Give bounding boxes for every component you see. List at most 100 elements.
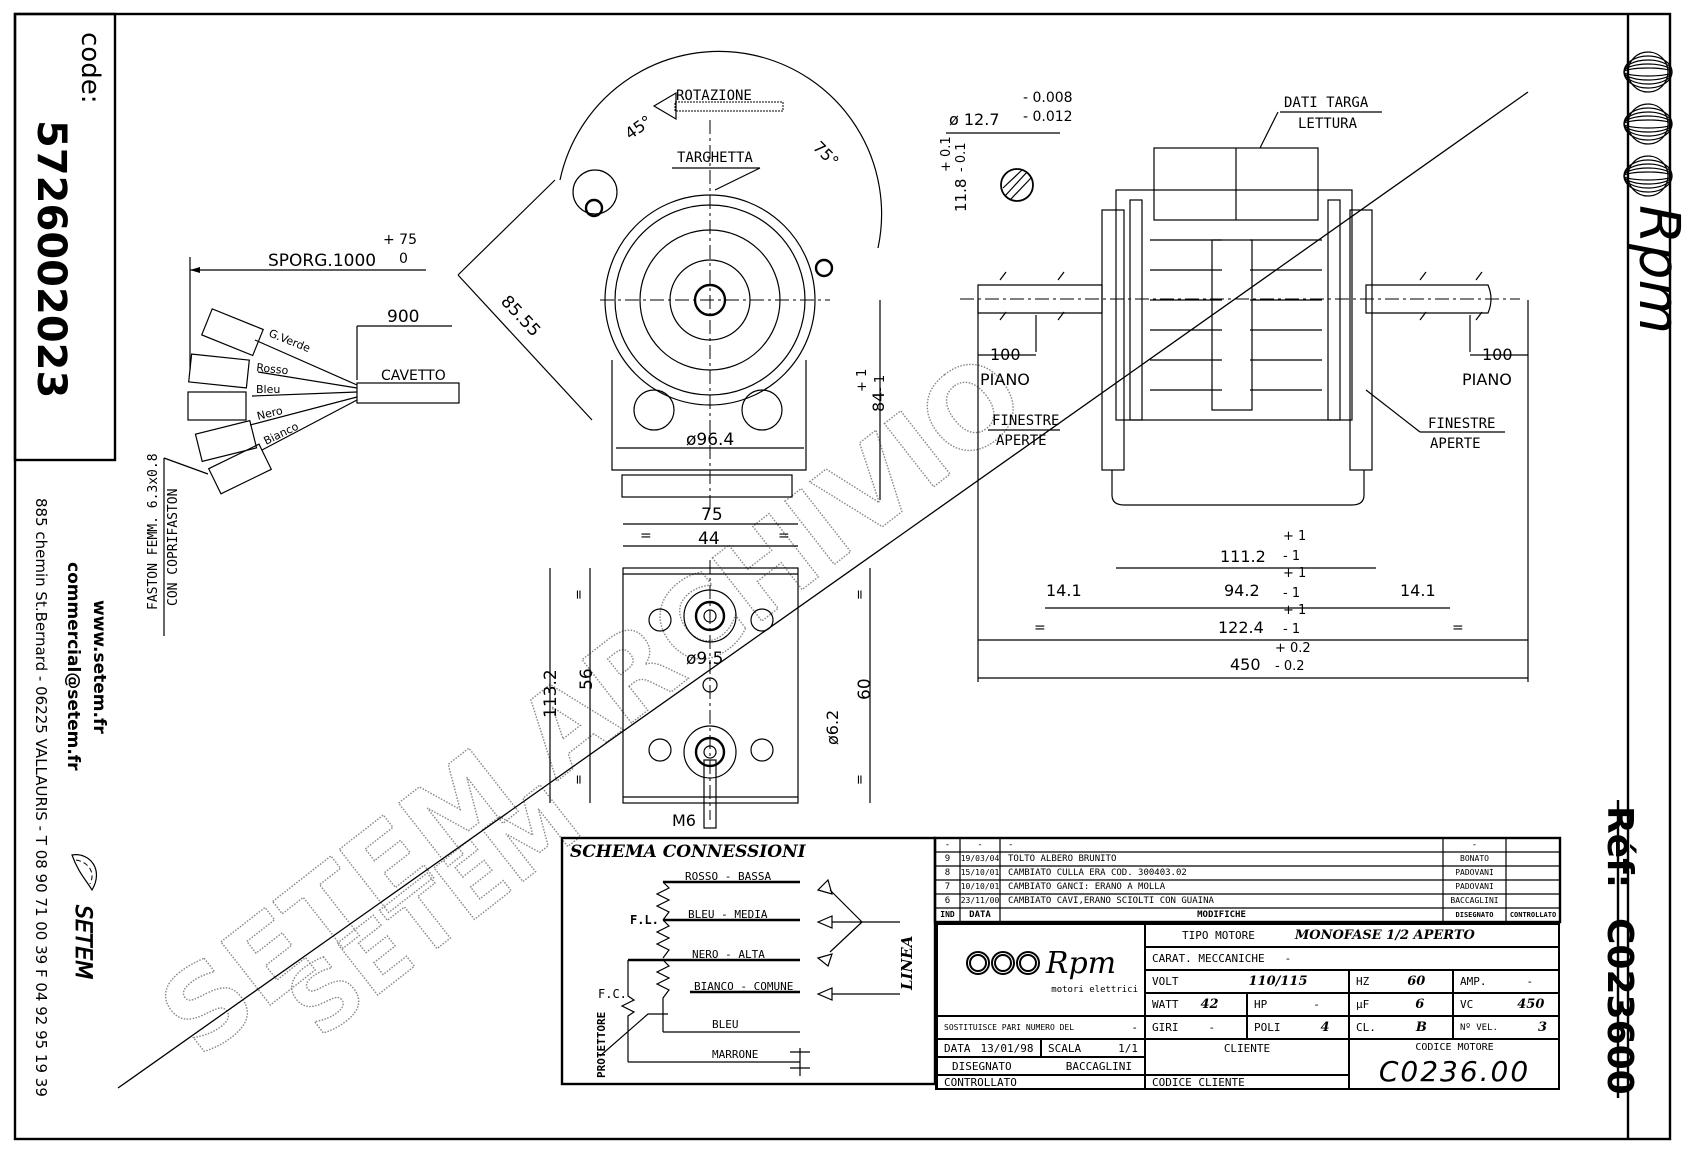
svg-text:M6: M6	[672, 811, 696, 830]
ref-label: Réf:	[1599, 806, 1640, 888]
code-value: 5726002023	[28, 120, 74, 398]
svg-text:100: 100	[990, 345, 1021, 364]
code-label: code:	[75, 32, 105, 103]
svg-text:- 1: - 1	[1283, 586, 1300, 601]
bracket-view: 75 44 = = 113.2 56 = = ø9.5 60 = = ø6.2 …	[541, 505, 875, 830]
vc-cell: VC 450	[1453, 993, 1560, 1016]
tipo-motore-row: TIPO MOTORE MONOFASE 1/2 APERTO	[1145, 924, 1560, 947]
svg-text:ø9.5: ø9.5	[686, 649, 723, 669]
svg-text:FINESTRE: FINESTRE	[1428, 416, 1495, 432]
schema-title: SCHEMA CONNESSIONI	[570, 842, 807, 862]
watt-cell: WATT 42	[1145, 993, 1247, 1016]
carat-row: CARAT. MECCANICHE -	[1145, 947, 1560, 970]
schema-connessioni: SCHEMA CONNESSIONI ROSSO - BASSA BLEU - …	[560, 836, 937, 1086]
svg-text:APERTE: APERTE	[1430, 436, 1481, 452]
svg-text:ROSSO - BASSA: ROSSO - BASSA	[685, 870, 771, 883]
svg-text:CON COPRIFASTON: CON COPRIFASTON	[166, 489, 181, 606]
svg-text:=: =	[853, 774, 868, 785]
svg-text:=: =	[1034, 620, 1046, 636]
address: 885 chemin St.Bernard - 06225 VALLAURIS …	[32, 498, 50, 1097]
svg-text:+ 0.1: + 0.1	[939, 136, 954, 172]
svg-text:Rosso: Rosso	[256, 361, 290, 377]
svg-text:ROTAZIONE: ROTAZIONE	[676, 88, 752, 104]
cl-cell: CL. B	[1349, 1016, 1453, 1039]
shaft-section: ø 12.7 - 0.008 - 0.012 11.8 + 0.1 - 0.1	[939, 90, 1073, 212]
disegnato-cell: DISEGNATO BACCAGLINI	[937, 1057, 1145, 1075]
svg-text:450: 450	[1230, 655, 1261, 674]
svg-text:F.L.: F.L.	[630, 913, 659, 927]
svg-text:+ 1: + 1	[1283, 603, 1306, 618]
svg-text:- 0.2: - 0.2	[1275, 659, 1305, 674]
uf-cell: µF 6	[1349, 993, 1453, 1016]
svg-text:PIANO: PIANO	[1462, 370, 1512, 389]
email[interactable]: commercial@setem.fr	[63, 562, 83, 771]
setem-logo-icon	[71, 854, 97, 892]
amp-cell: AMP. -	[1453, 970, 1560, 993]
dim-900: 900	[387, 307, 419, 327]
svg-text:111.2: 111.2	[1220, 547, 1266, 566]
revision-row: 7 10/10/01 CAMBIATO GANCI: ERANO A MOLLA…	[944, 882, 1494, 892]
svg-text:- 1: - 1	[873, 375, 888, 392]
svg-text:=: =	[572, 589, 587, 600]
revision-row: 9 19/03/04 TOLTO ALBERO BRUNITO BONATO	[944, 854, 1489, 864]
nvel-cell: Nº VEL. 3	[1453, 1016, 1560, 1039]
svg-text:+ 75: + 75	[383, 232, 417, 248]
revision-row: - - - -	[944, 840, 1478, 850]
svg-text:Nero: Nero	[256, 404, 285, 423]
svg-text:ø6.2: ø6.2	[823, 710, 842, 745]
svg-text:LETTURA: LETTURA	[1298, 116, 1358, 132]
watermark-diagonal	[117, 91, 1529, 1089]
revisions-text: - - - - 9 19/03/04 TOLTO ALBERO BRUNITO …	[935, 838, 1560, 922]
rpm-logo-icon	[965, 951, 1040, 975]
faston-connectors	[187, 308, 273, 495]
svg-text:- 0.012: - 0.012	[1023, 109, 1073, 125]
svg-text:=: =	[640, 528, 652, 544]
svg-text:- 1: - 1	[1283, 622, 1300, 637]
svg-text:=: =	[853, 589, 868, 600]
front-view: ROTAZIONE 45° 75° TARGHETTA ø96.4 85.55 …	[457, 50, 888, 510]
poli-cell: POLI 4	[1247, 1016, 1349, 1039]
brand-rpm: Rpm	[1626, 205, 1683, 334]
svg-text:=: =	[1452, 620, 1464, 636]
hp-cell: HP -	[1247, 993, 1349, 1016]
cliente-cell: CLIENTE	[1145, 1039, 1349, 1075]
svg-text:DATI TARGA: DATI TARGA	[1284, 95, 1369, 111]
svg-text:- 0.1: - 0.1	[954, 143, 969, 173]
svg-text:BLEU - MEDIA: BLEU - MEDIA	[688, 908, 768, 921]
website[interactable]: www.setem.fr	[89, 600, 109, 734]
rotation-arrow-icon	[652, 91, 677, 121]
codice-cliente-cell[interactable]: CODICE CLIENTE	[1145, 1075, 1349, 1090]
svg-text:100: 100	[1482, 345, 1513, 364]
svg-text:LINEA: LINEA	[898, 936, 916, 991]
svg-text:PIANO: PIANO	[980, 370, 1030, 389]
svg-text:+ 0.2: + 0.2	[1275, 641, 1311, 656]
svg-text:FINESTRE: FINESTRE	[992, 413, 1059, 429]
hz-cell: HZ 60	[1349, 970, 1453, 993]
volt-cell: VOLT 110/115	[1145, 970, 1349, 993]
svg-text:PROTETTORE: PROTETTORE	[595, 1012, 608, 1078]
svg-text:=: =	[572, 774, 587, 785]
svg-text:+ 1: + 1	[855, 369, 870, 392]
sheet-border	[13, 12, 1672, 1141]
svg-text:ø 12.7: ø 12.7	[949, 110, 1000, 129]
revision-row: 6 23/11/00 CAMBIATO CAVI,ERANO SCIOLTI C…	[944, 896, 1499, 906]
svg-text:APERTE: APERTE	[996, 433, 1047, 449]
svg-text:+ 1: + 1	[1283, 566, 1306, 581]
svg-text:60: 60	[855, 678, 875, 700]
scala-cell: SCALA 1/1	[1041, 1039, 1145, 1057]
svg-text:G.Verde: G.Verde	[267, 327, 312, 355]
motor-body	[1115, 189, 1353, 421]
svg-text:45°: 45°	[621, 111, 655, 143]
right-panel: Rpm Réf: C023600	[1599, 14, 1683, 1139]
svg-text:+ 1: + 1	[1283, 529, 1306, 544]
revision-row: 8 15/10/01 CAMBIATO CULLA ERA COD. 30040…	[944, 868, 1494, 878]
svg-text:85.55: 85.55	[496, 292, 544, 341]
svg-text:11.8: 11.8	[952, 179, 970, 212]
svg-text:BLEU: BLEU	[712, 1018, 739, 1031]
cavetto-sheath	[356, 382, 460, 404]
svg-text:- 1: - 1	[1283, 549, 1300, 564]
svg-text:75°: 75°	[809, 137, 842, 170]
logo-cell: Rpm motori elettrici	[937, 924, 1145, 1016]
svg-text:ø96.4: ø96.4	[686, 430, 734, 450]
cable-harness: SPORG.1000 + 75 0 900 CAVETTO G.Verde Ro…	[146, 232, 460, 636]
